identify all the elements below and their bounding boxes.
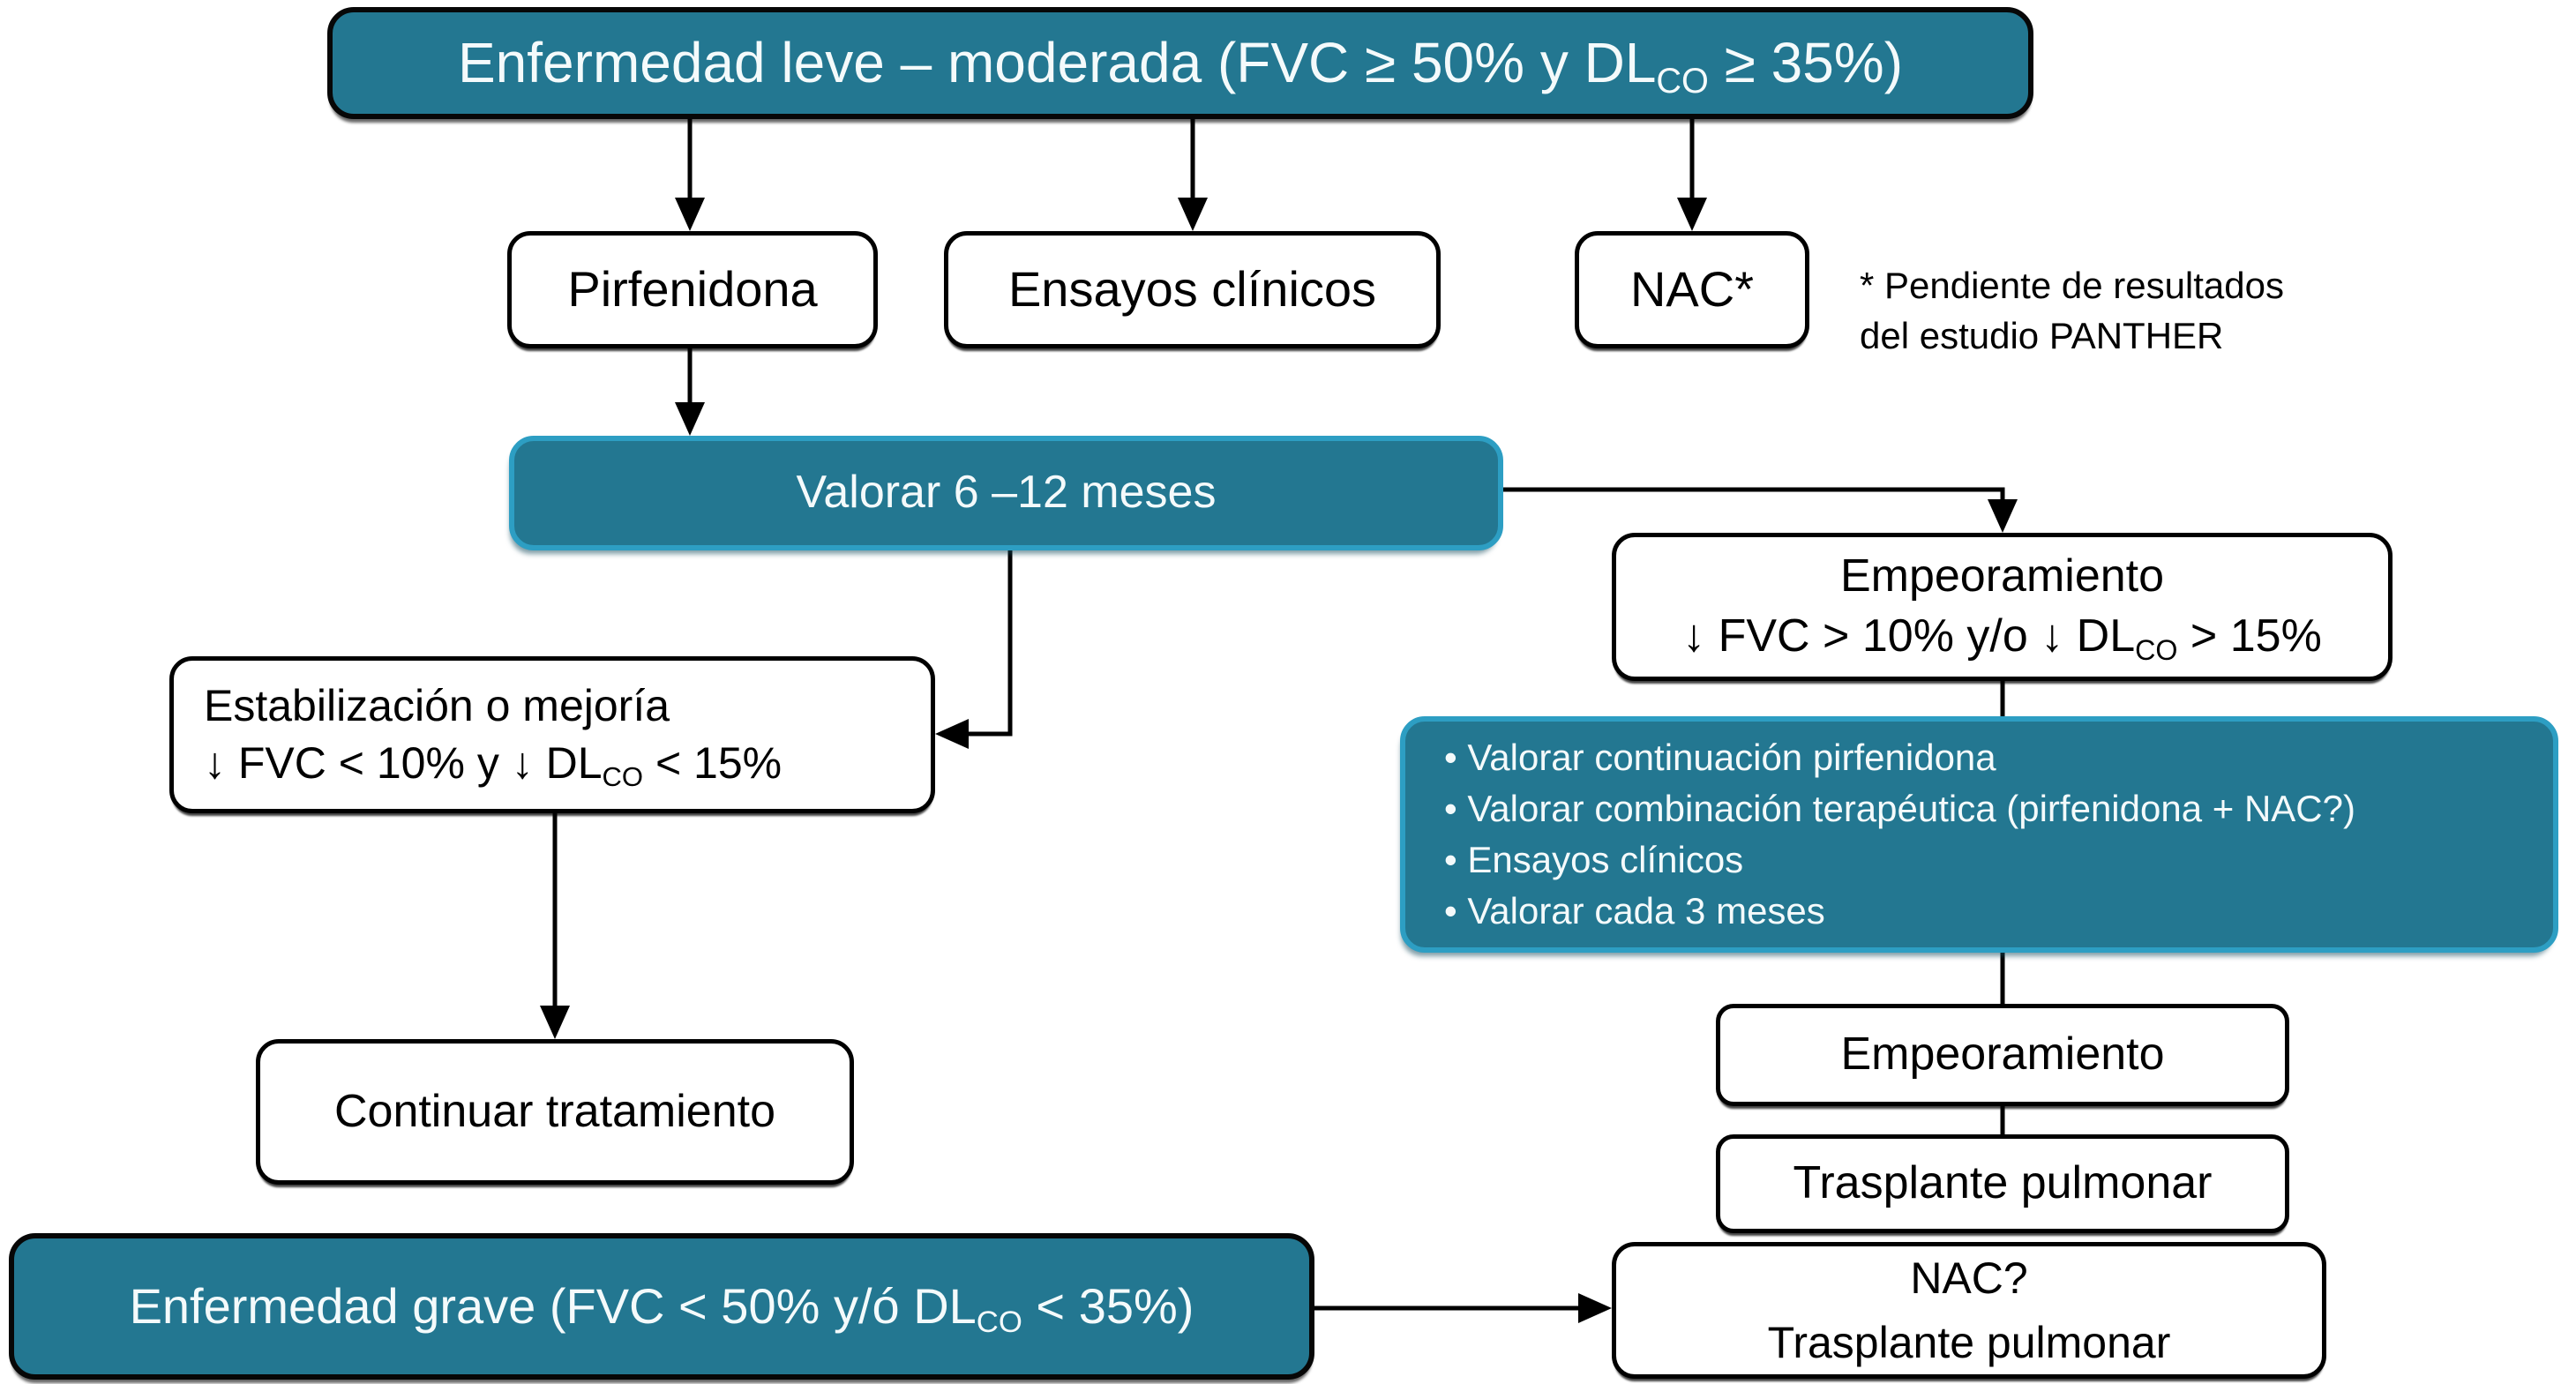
arrowhead-left-icon	[935, 719, 969, 749]
subscript-co: CO	[976, 1305, 1022, 1339]
footnote-line2: del estudio PANTHER	[1860, 314, 2224, 356]
node-label: Pirfenidona	[567, 261, 818, 318]
connector-valorar-to-empeoramiento	[1503, 487, 2005, 501]
node-nac: NAC*	[1575, 231, 1809, 348]
arrowhead-down-icon	[1677, 198, 1707, 231]
node-label: Trasplante pulmonar	[1793, 1157, 2213, 1209]
footnote-panther: * Pendiente de resultados del estudio PA…	[1860, 261, 2284, 361]
node-valorar-6-12-meses: Valorar 6 –12 meses	[509, 436, 1503, 550]
arrowhead-right-icon	[1578, 1293, 1612, 1323]
node-label: Enfermedad leve – moderada (FVC ≥ 50% y …	[457, 30, 1904, 101]
bullet-item: • Ensayos clínicos	[1444, 839, 1744, 880]
bullet-item: • Valorar continuación pirfenidona	[1444, 737, 1996, 779]
arrowhead-down-icon	[540, 1006, 570, 1039]
node-line2: Trasplante pulmonar	[1767, 1317, 2171, 1367]
node-label: Valorar 6 –12 meses	[796, 467, 1217, 519]
node-continuar-tratamiento: Continuar tratamiento	[256, 1039, 854, 1185]
node-empeoramiento-final: Empeoramiento	[1716, 1004, 2289, 1106]
node-ensayos-clinicos: Ensayos clínicos	[944, 231, 1441, 348]
subscript-co: CO	[2135, 633, 2178, 666]
arrowhead-down-icon	[675, 402, 705, 436]
node-enfermedad-grave: Enfermedad grave (FVC < 50% y/ó DLCO < 3…	[9, 1233, 1314, 1380]
node-label: NAC*	[1629, 261, 1755, 318]
footnote-line1: * Pendiente de resultados	[1860, 265, 2285, 306]
bullet-item: • Valorar combinación terapéutica (pirfe…	[1444, 788, 2355, 830]
node-criteria: ↓ FVC > 10% y/o ↓ DLCO > 15%	[1682, 610, 2322, 666]
node-label: Ensayos clínicos	[1007, 261, 1377, 318]
arrowhead-down-icon	[1178, 198, 1208, 231]
node-title: Empeoramiento	[1839, 550, 2165, 602]
node-line1: NAC?	[1910, 1253, 2028, 1303]
node-title: Estabilización o mejoría	[204, 681, 670, 730]
arrowhead-down-icon	[1988, 499, 2018, 533]
subscript-co: CO	[602, 761, 644, 793]
node-criteria: ↓ FVC < 10% y ↓ DLCO < 15%	[204, 738, 783, 793]
node-mild-moderate-disease: Enfermedad leve – moderada (FVC ≥ 50% y …	[327, 7, 2033, 119]
subscript-co: CO	[1656, 61, 1709, 101]
node-valorar-opciones: • Valorar continuación pirfenidona • Val…	[1400, 716, 2558, 953]
connector-valorar-to-estabilizacion	[967, 550, 1013, 737]
node-trasplante-pulmonar: Trasplante pulmonar	[1716, 1134, 2289, 1233]
node-estabilizacion-mejoria: Estabilización o mejoría ↓ FVC < 10% y ↓…	[169, 656, 935, 813]
node-label: Enfermedad grave (FVC < 50% y/ó DLCO < 3…	[129, 1277, 1194, 1339]
node-pirfenidona: Pirfenidona	[507, 231, 878, 348]
node-label: Continuar tratamiento	[333, 1085, 776, 1137]
arrowhead-down-icon	[675, 198, 705, 231]
node-label: Empeoramiento	[1840, 1029, 2165, 1081]
bullet-item: • Valorar cada 3 meses	[1444, 889, 1825, 931]
node-nac-trasplante: NAC? Trasplante pulmonar	[1612, 1242, 2326, 1379]
node-empeoramiento-criterios: Empeoramiento ↓ FVC > 10% y/o ↓ DLCO > 1…	[1612, 533, 2393, 681]
